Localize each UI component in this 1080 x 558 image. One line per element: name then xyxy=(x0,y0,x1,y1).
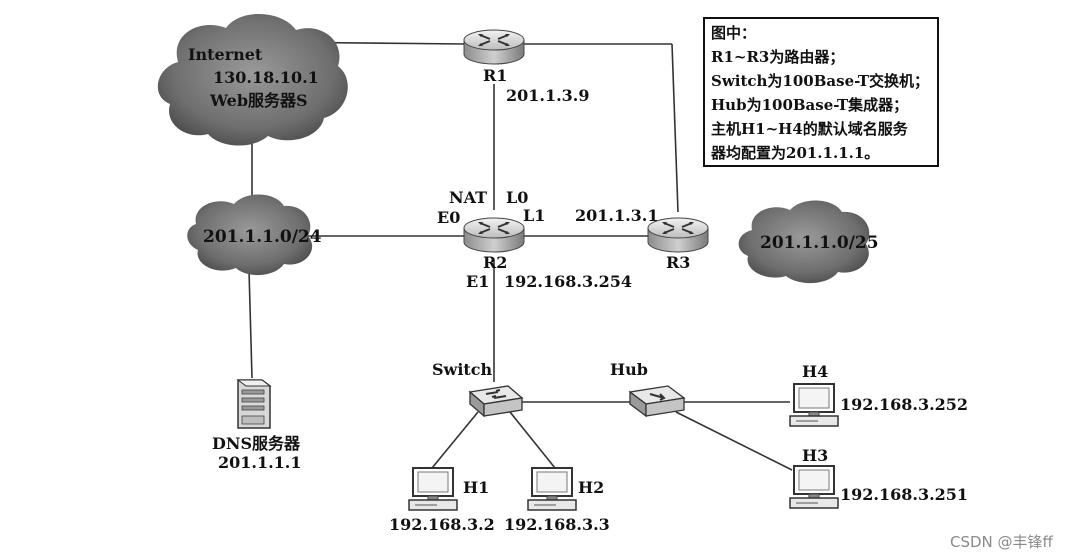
link-r1-r3-right xyxy=(671,43,679,213)
links xyxy=(248,41,793,471)
h3-name: H3 xyxy=(802,446,828,465)
legend-line-0: 图中： xyxy=(711,24,756,42)
router-r2 xyxy=(463,217,525,253)
r2-e0-label: E0 xyxy=(437,208,460,227)
host-h3-icon xyxy=(789,465,839,509)
h1-name: H1 xyxy=(463,478,489,497)
link-net24-dns xyxy=(248,269,253,379)
switch-icon xyxy=(468,385,524,418)
r2-e1-ip: 192.168.3.254 xyxy=(504,272,632,291)
internet-title: Internet xyxy=(188,45,263,64)
h1-ip: 192.168.3.2 xyxy=(389,515,495,534)
h3-ip: 192.168.3.251 xyxy=(840,485,968,504)
web-server-label: Web服务器S xyxy=(209,91,308,110)
legend-line-1: R1~R3为路由器； xyxy=(711,48,844,66)
dns-server-icon xyxy=(236,379,272,429)
r1-ip: 201.1.3.9 xyxy=(506,86,590,105)
switch-name: Switch xyxy=(432,360,493,379)
hub-icon xyxy=(628,385,686,418)
link-switch-h2 xyxy=(509,411,556,469)
internet-ip: 130.18.10.1 xyxy=(213,68,319,87)
legend-line-3: Hub为100Base-T集成器； xyxy=(711,96,908,114)
net-24-label: 201.1.1.0/24 xyxy=(203,227,322,247)
r3-name: R3 xyxy=(666,253,690,272)
csdn-watermark: CSDN @丰锋ff xyxy=(950,533,1054,551)
r2-e1-label: E1 xyxy=(466,272,489,291)
r2-nat-label: NAT xyxy=(449,188,487,207)
internet-cloud: Internet 130.18.10.1 Web服务器S xyxy=(157,13,348,146)
h2-name: H2 xyxy=(578,478,604,497)
r1-name: R1 xyxy=(483,66,507,85)
legend-line-5: 器均配置为201.1.1.1。 xyxy=(710,144,879,162)
host-h2-icon xyxy=(527,467,577,511)
r2-name: R2 xyxy=(483,253,507,272)
link-hub-h3 xyxy=(675,411,793,471)
r2-l0-label: L0 xyxy=(506,188,528,207)
r2-l1-label: L1 xyxy=(523,206,545,225)
h2-ip: 192.168.3.3 xyxy=(504,515,610,534)
hub-name: Hub xyxy=(610,360,648,379)
net-24-cloud: 201.1.1.0/24 xyxy=(187,194,322,276)
net-25-cloud: 201.1.1.0/25 xyxy=(738,200,879,284)
host-h4-icon xyxy=(789,383,839,427)
dns-ip: 201.1.1.1 xyxy=(218,453,302,472)
r3-ip: 201.1.3.1 xyxy=(575,206,659,225)
legend-box: 图中： R1~R3为路由器； Switch为100Base-T交换机； Hub为… xyxy=(703,17,939,167)
h4-name: H4 xyxy=(802,362,828,381)
legend-line-2: Switch为100Base-T交换机； xyxy=(711,72,929,90)
router-r1 xyxy=(463,29,525,65)
h4-ip: 192.168.3.252 xyxy=(840,395,968,414)
link-switch-h1 xyxy=(431,411,479,469)
legend-line-4: 主机H1~H4的默认域名服务 xyxy=(711,120,909,138)
dns-name: DNS服务器 xyxy=(212,434,301,453)
host-h1-icon xyxy=(408,467,458,511)
net-25-label: 201.1.1.0/25 xyxy=(760,233,879,253)
